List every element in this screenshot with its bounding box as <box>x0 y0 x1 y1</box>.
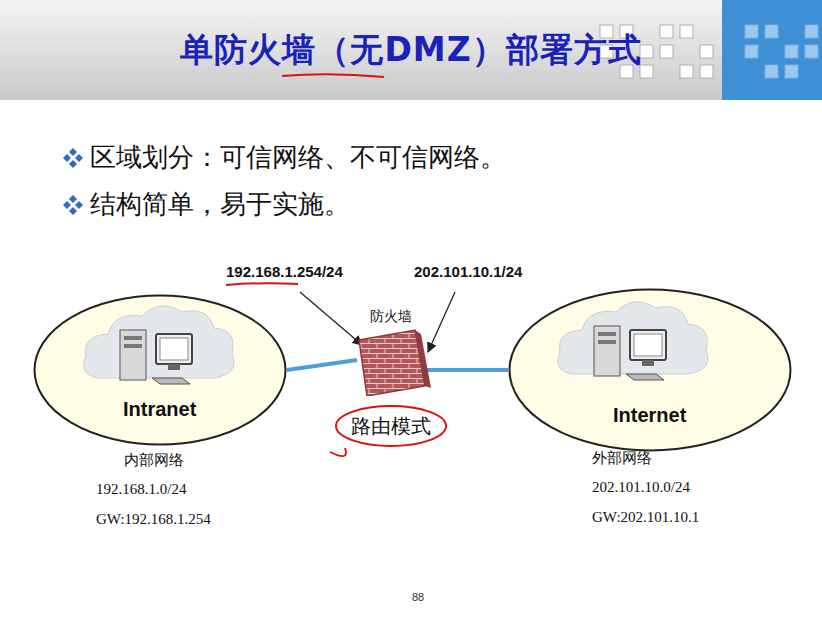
network-name: 外部网络 <box>592 449 652 468</box>
network-link <box>287 360 357 370</box>
network-link <box>427 368 508 372</box>
bullet-text: 结构简单，易于实施。 <box>90 187 350 222</box>
slide-title: 单防火墙（无DMZ）部署方式 <box>0 28 822 73</box>
network-ellipse: Internet <box>508 288 792 452</box>
node-text: 防火墙 <box>370 308 412 326</box>
bullet-symbol <box>62 194 84 216</box>
bullet-symbol <box>62 147 84 169</box>
bullet-text: 区域划分：可信网络、不可信网络。 <box>90 140 506 175</box>
ip-address: 192.168.1.254/24 <box>226 263 343 280</box>
network-name: 内部网络 <box>124 451 184 470</box>
page-number: 88 <box>412 591 424 603</box>
network-ellipse-outline <box>33 294 287 446</box>
network-ellipse-outline <box>508 288 792 452</box>
node-text: Internet <box>613 404 686 427</box>
gateway: GW:192.168.1.254 <box>96 511 211 528</box>
firewall: 防火墙 <box>345 308 437 396</box>
annotation-oval: 路由模式 <box>334 404 448 448</box>
node-text: 路由模式 <box>351 413 431 440</box>
ip-address: 202.101.10.1/24 <box>414 263 522 280</box>
subnet: 202.101.10.0/24 <box>592 479 690 496</box>
node-text: Intranet <box>123 398 196 421</box>
network-ellipse: Intranet <box>33 294 287 446</box>
subnet: 192.168.1.0/24 <box>96 481 186 498</box>
gateway: GW:202.101.10.1 <box>592 509 699 526</box>
